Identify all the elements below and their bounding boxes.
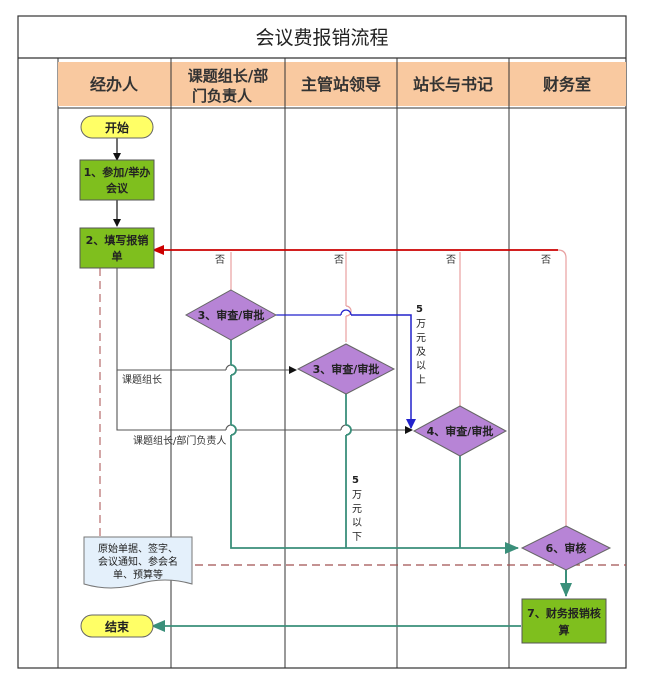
document-shape bbox=[83, 536, 193, 589]
step3a-label: 3、审查/审批 bbox=[198, 308, 265, 322]
label-under-50k-1: 5 bbox=[352, 475, 359, 486]
step2-process bbox=[79, 227, 155, 269]
lane-header-group-leader bbox=[171, 62, 285, 106]
step3a-decision bbox=[184, 289, 278, 341]
lane-header-handler bbox=[58, 62, 171, 106]
step1-label-line2: 会议 bbox=[106, 181, 129, 195]
label-over-50k-2: 万 bbox=[416, 319, 426, 330]
reject-label-step6: 否 bbox=[541, 254, 551, 266]
lane-label-finance: 财务室 bbox=[542, 75, 591, 94]
diagram-title: 会议费报销流程 bbox=[255, 27, 388, 49]
start-label: 开始 bbox=[105, 120, 129, 135]
lane-header-station-leader bbox=[285, 62, 397, 106]
label-over-50k-3: 元 bbox=[416, 333, 426, 344]
step1-label-line1: 1、参加/举办 bbox=[84, 165, 151, 179]
label-group-leader: 课题组长 bbox=[122, 373, 162, 386]
document-text-line1: 原始单据、签字、 bbox=[98, 542, 178, 555]
label-under-50k-5: 下 bbox=[352, 532, 362, 543]
step7-process bbox=[521, 598, 607, 644]
reject-line-step6 bbox=[557, 249, 567, 528]
step7-label-line1: 7、财务报销核 bbox=[527, 606, 601, 620]
label-under-50k-4: 以 bbox=[352, 518, 362, 529]
end-terminal bbox=[80, 614, 154, 638]
step4-label: 4、审查/审批 bbox=[427, 424, 494, 438]
label-over-50k-6: 上 bbox=[416, 374, 426, 386]
step6-label: 6、审核 bbox=[546, 541, 587, 555]
document-text-line2: 会议通知、参会名 bbox=[98, 555, 178, 568]
step3b-decision bbox=[296, 343, 396, 395]
lane-label-station-leader: 主管站领导 bbox=[301, 75, 381, 94]
step7-label-line2: 算 bbox=[558, 623, 570, 637]
label-over-50k-5: 以 bbox=[416, 361, 426, 372]
step2-label-line1: 2、填写报销 bbox=[86, 233, 149, 247]
step6-decision bbox=[520, 525, 612, 571]
label-over-50k-4: 及 bbox=[416, 346, 426, 358]
lane-label-group-leader-line2: 门负责人 bbox=[192, 87, 253, 105]
lane-label-handler: 经办人 bbox=[90, 75, 139, 94]
end-label: 结束 bbox=[105, 619, 130, 634]
label-under-50k-2: 万 bbox=[352, 490, 362, 501]
document-text-line3: 单、预算等 bbox=[113, 568, 163, 581]
label-under-50k-3: 元 bbox=[352, 504, 362, 515]
reject-label-step3b: 否 bbox=[334, 254, 344, 266]
lane-header-director bbox=[397, 62, 509, 106]
step1-process bbox=[79, 159, 155, 201]
submit-line-dept-leader bbox=[116, 370, 226, 431]
label-group-dept-leader: 课题组长/部门负责人 bbox=[133, 434, 226, 447]
step4-decision bbox=[412, 405, 508, 457]
lane-header-finance bbox=[509, 62, 626, 106]
start-terminal bbox=[80, 115, 154, 139]
step3b-label: 3、审查/审批 bbox=[313, 362, 380, 376]
lane-label-group-leader-line1: 课题组长/部 bbox=[188, 67, 268, 85]
reject-label-step4: 否 bbox=[446, 254, 456, 266]
approve-arrow-over-50k bbox=[351, 314, 416, 429]
label-over-50k-1: 5 bbox=[416, 304, 423, 315]
reject-label-step3a: 否 bbox=[215, 254, 225, 266]
lane-label-director: 站长与书记 bbox=[413, 75, 493, 94]
approve-arrow-step3a-to-step6 bbox=[230, 435, 519, 554]
step2-label-line2: 单 bbox=[112, 249, 123, 263]
